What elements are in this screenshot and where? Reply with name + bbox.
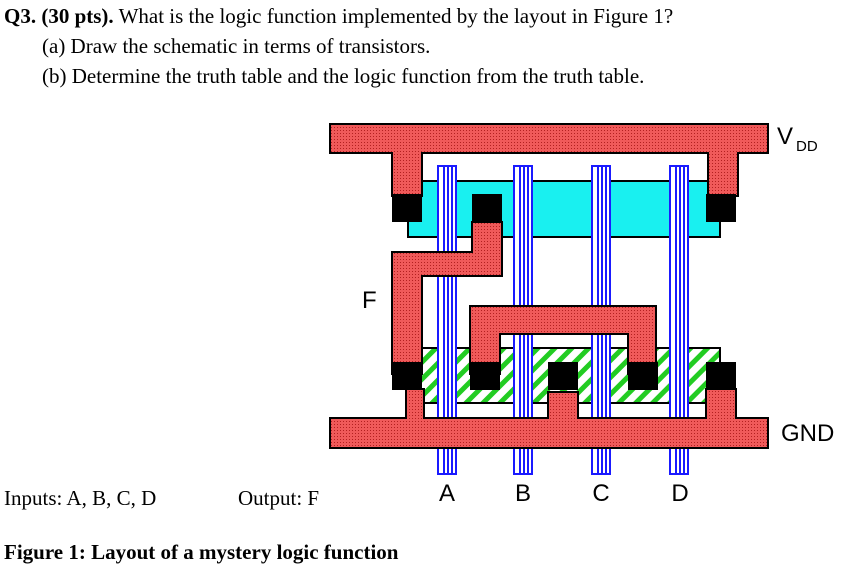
question-part-b: (b) Determine the truth table and the lo… [42,64,645,88]
output-label: Output: F [238,486,320,510]
poly-gate-d [669,165,689,475]
gnd-label: GND [781,420,834,447]
gate-label-a: A [439,480,455,507]
question-number: Q3. [4,4,37,28]
question-points: (30 pts). [41,4,114,28]
contacts [392,194,736,390]
output-f-label: F [362,287,377,314]
question-prompt: What is the logic function implemented b… [118,4,674,28]
gate-label-d: D [671,480,688,507]
question-heading: Q3. (30 pts). What is the logic function… [4,4,673,29]
question-part-a: (a) Draw the schematic in terms of trans… [42,34,431,58]
gate-label-c: C [592,480,609,507]
inputs-label: Inputs: A, B, C, D [4,486,157,510]
poly-gate-a [437,165,457,475]
gate-label-b: B [515,480,531,507]
vdd-label: V [777,123,793,150]
vdd-subscript: DD [796,138,818,155]
vdd-rail [329,123,769,197]
figure-caption: Figure 1: Layout of a mystery logic func… [4,540,399,564]
